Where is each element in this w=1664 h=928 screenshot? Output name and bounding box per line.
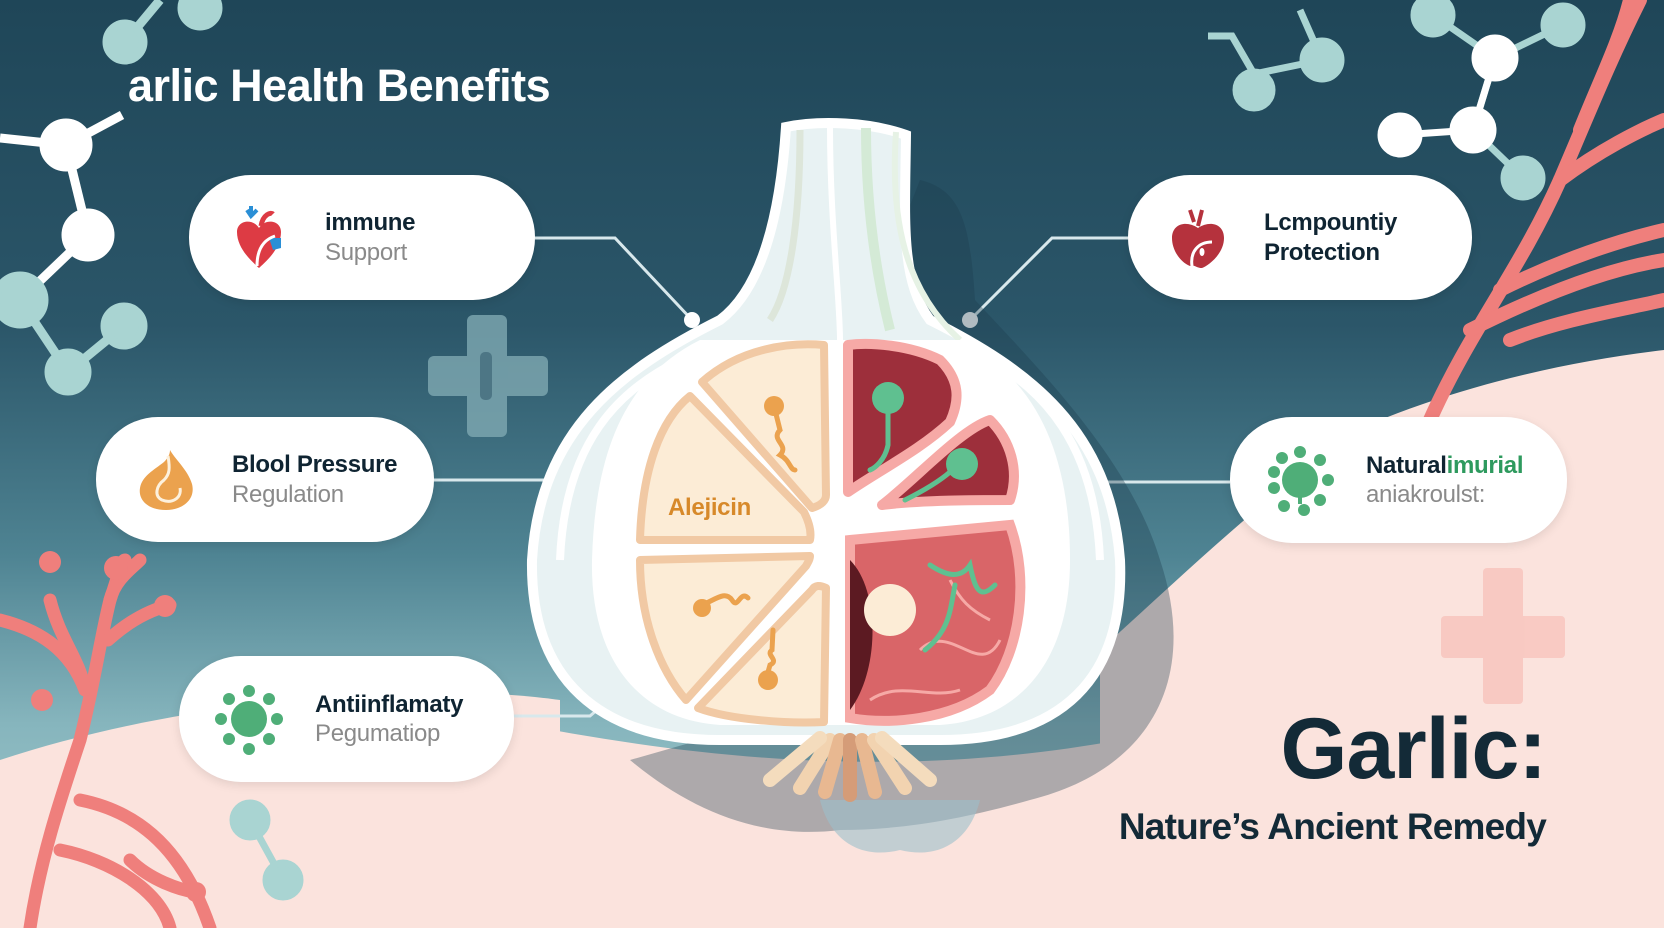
- compound-label: Alejicin: [668, 494, 751, 521]
- molecule-top-right-ring: [1208, 8, 1345, 112]
- card-title: Lcmpountiy: [1264, 209, 1397, 237]
- garlic-bulb: [526, 118, 1126, 802]
- card-text: Naturalimurial aniakroulst:: [1366, 451, 1523, 510]
- card-subtitle: Protection: [1264, 238, 1380, 266]
- footer-title: Garlic:: [1280, 701, 1547, 797]
- heart-anatomical-icon: [237, 205, 281, 268]
- card-subtitle: Regulation: [232, 480, 344, 508]
- garlic-shadow-roots: [820, 800, 980, 853]
- heart-icon: [1172, 208, 1224, 268]
- card-text: immune Support: [325, 208, 416, 267]
- flesh-1: [843, 338, 962, 497]
- clove-4: [694, 581, 830, 727]
- card-title-accent: imurial: [1446, 451, 1524, 479]
- sun-cell-icon: [215, 685, 283, 755]
- card-title: Antiinflamaty: [315, 690, 464, 718]
- sun-cell-icon: [1268, 446, 1334, 516]
- clove-1: [698, 340, 830, 512]
- molecule-bottom-left: [229, 799, 304, 901]
- card-text: Lcmpountiy Protection: [1264, 208, 1397, 267]
- molecule-top-right-white: [1377, 34, 1519, 158]
- blood-drop-icon: [139, 449, 193, 510]
- benefit-card-protection[interactable]: Lcmpountiy Protection: [1128, 175, 1472, 300]
- card-subtitle: aniakroulst:: [1366, 481, 1486, 508]
- footer-subtitle: Nature’s Ancient Remedy: [1118, 806, 1547, 847]
- cross-icon-right: [1441, 568, 1565, 704]
- page-title: arlic Health Benefits: [128, 60, 551, 111]
- card-title: Naturalimurial: [1366, 451, 1523, 480]
- flesh-3: [845, 519, 1026, 726]
- clove-2: [636, 392, 815, 544]
- benefit-card-blood-pressure[interactable]: Blool Pressure Regulation: [96, 417, 434, 542]
- clove-3: [636, 552, 814, 704]
- card-text: Blool Pressure Regulation: [232, 450, 398, 509]
- card-title-dark: Natural: [1366, 451, 1447, 479]
- card-title: immune: [325, 209, 416, 237]
- benefit-card-antiinflammatory[interactable]: Antiinflamaty Pegumatiop: [179, 656, 514, 782]
- molecule-top-left: [0, 111, 125, 304]
- molecule-top-right: [1410, 0, 1586, 201]
- benefit-card-immune-support[interactable]: immune Support: [189, 175, 535, 300]
- card-title: Blool Pressure: [232, 451, 398, 479]
- vein-bottom-left-nodes: [31, 551, 206, 902]
- card-text: Antiinflamaty Pegumatiop: [315, 690, 463, 749]
- card-subtitle: Pegumatiop: [315, 720, 441, 747]
- cross-keyhole: [480, 352, 492, 400]
- garlic-roots: [763, 731, 937, 802]
- card-subtitle: Support: [325, 238, 407, 266]
- vein-right: [1423, 0, 1664, 427]
- benefit-card-natural[interactable]: Naturalimurial aniakroulst:: [1230, 417, 1567, 543]
- molecule-top-left-teal: [0, 0, 223, 396]
